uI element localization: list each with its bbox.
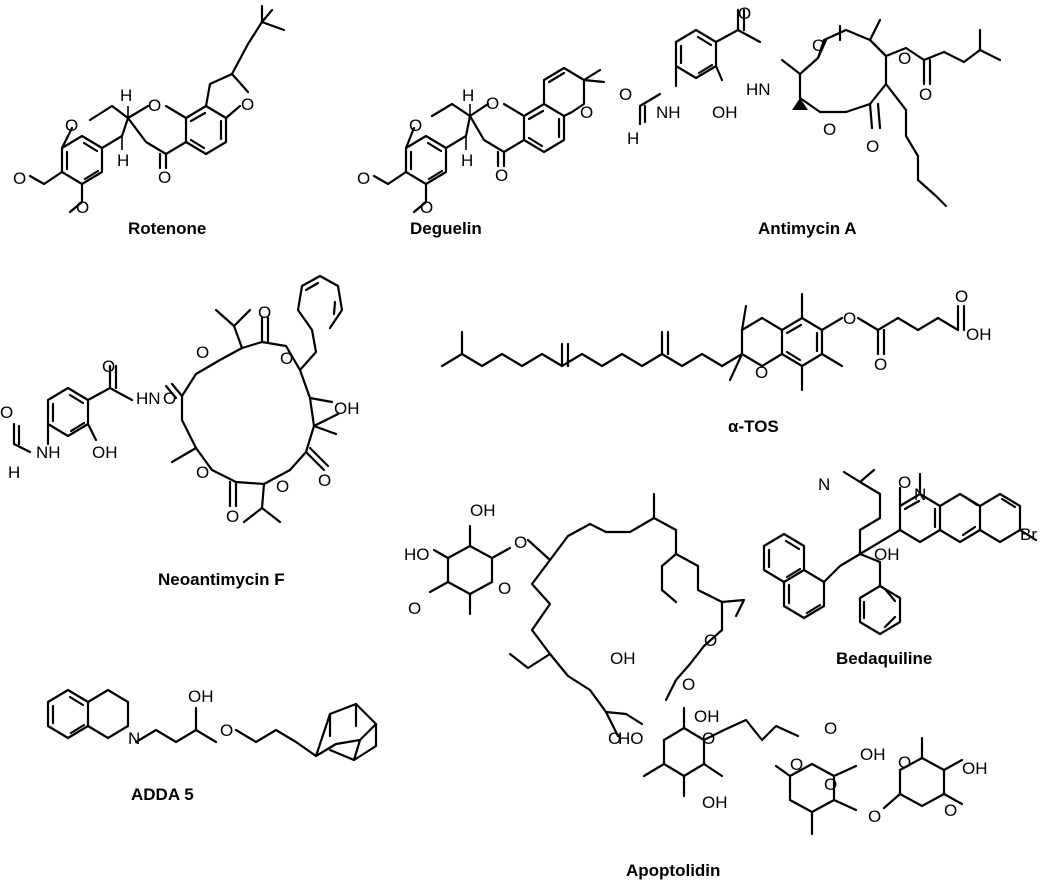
atom-o: O [755,363,768,382]
atom-h: H [8,463,20,482]
atom-o: O [226,507,239,526]
atom-h: H [461,151,473,170]
atom-o: O [955,287,968,306]
atom-o: O [898,473,911,492]
atom-hn: HN [746,80,771,99]
atom-ho: HO [618,729,644,748]
atom-o: O [357,169,370,188]
atom-o: O [241,95,254,114]
atom-o: O [823,120,836,139]
atom-o: O [409,116,422,135]
atom-o: O [196,463,209,482]
atom-o: O [76,198,89,217]
atom-h: H [627,129,639,148]
alpha-tos-structure: O O O O OH α-TOS [440,287,992,436]
compound-name: Rotenone [128,219,206,238]
neoantimycin-f-structure: HN O NH O H OH O O O O OH O O O O Neoant… [0,274,360,589]
atom-oh: OH [966,325,992,344]
bedaquiline-structure: N OH O N Br Bedaquiline [762,468,1037,668]
atom-oh: OH [860,745,886,764]
atom-o: O [898,753,911,772]
atom-o: O [580,103,593,122]
atom-oh: OH [712,103,738,122]
atom-o: O [874,355,887,374]
atom-o: O [514,533,527,552]
atom-o: O [163,389,176,408]
atom-oh: OH [470,501,496,520]
atom-oh: OH [610,649,636,668]
atom-o: O [486,94,499,113]
atom-o: O [919,85,932,104]
atom-o: O [495,166,508,185]
atom-o: O [843,309,856,328]
atom-o: O [258,303,271,322]
compound-name: Deguelin [410,219,482,238]
atom-o: O [158,168,171,187]
atom-o: O [868,807,881,826]
atom-o: O [824,775,837,794]
atom-o: O [220,721,233,740]
atom-o: O [148,96,161,115]
atom-ho: HO [404,545,430,564]
atom-nh: NH [36,443,61,462]
atom-o: O [812,36,825,55]
atom-h: H [117,151,129,170]
compound-name: Neoantimycin F [158,570,285,589]
antimycin-a-structure: O O HN NH O H OH O O O O Antimycin A [619,4,1002,238]
compound-name: Bedaquiline [836,649,932,668]
atom-h: H [120,86,132,105]
atom-o: O [866,137,879,156]
atom-hn: HN [136,389,161,408]
atom-n: N [914,485,926,504]
atom-o: O [944,801,957,820]
atom-oh: OH [334,399,360,418]
atom-n: N [818,475,830,494]
atom-o: O [318,471,331,490]
deguelin-structure: O H O H O O O O Deguelin [357,66,606,238]
atom-o: O [738,4,751,23]
atom-oh: OH [694,707,720,726]
atom-n: N [128,729,140,748]
atom-o: O [102,357,115,376]
compound-name: α-TOS [728,417,779,436]
rotenone-structure: O H O H O O O O Rotenone [13,4,286,238]
atom-o: O [702,729,715,748]
atom-h: H [462,86,474,105]
atom-o: O [704,631,717,650]
atom-o: O [280,349,293,368]
compound-name: ADDA 5 [131,785,194,804]
atom-o: O [824,719,837,738]
atom-oh: OH [702,793,728,812]
atom-o: O [408,599,421,618]
atom-br: Br [1020,525,1037,544]
atom-o: O [196,343,209,362]
atom-oh: OH [874,545,900,564]
adda5-structure: N OH O ADDA 5 [46,687,378,804]
compound-name: Antimycin A [758,219,857,238]
apoptolidin-structure: OH HO O O O O O OH O HO OH O OH O O O OH… [404,492,988,880]
atom-o: O [498,579,511,598]
atom-o: O [608,729,621,748]
atom-o: O [682,675,695,694]
atom-nh: NH [656,103,681,122]
atom-oh: OH [92,443,118,462]
atom-oh: OH [188,687,214,706]
atom-o: O [65,116,78,135]
atom-o: O [0,403,13,422]
atom-o: O [13,169,26,188]
atom-o: O [619,85,632,104]
compound-name: Apoptolidin [626,861,720,880]
atom-oh: OH [962,759,988,778]
atom-o: O [276,477,289,496]
atom-o: O [898,49,911,68]
atom-o: O [420,198,433,217]
atom-o: O [790,755,803,774]
